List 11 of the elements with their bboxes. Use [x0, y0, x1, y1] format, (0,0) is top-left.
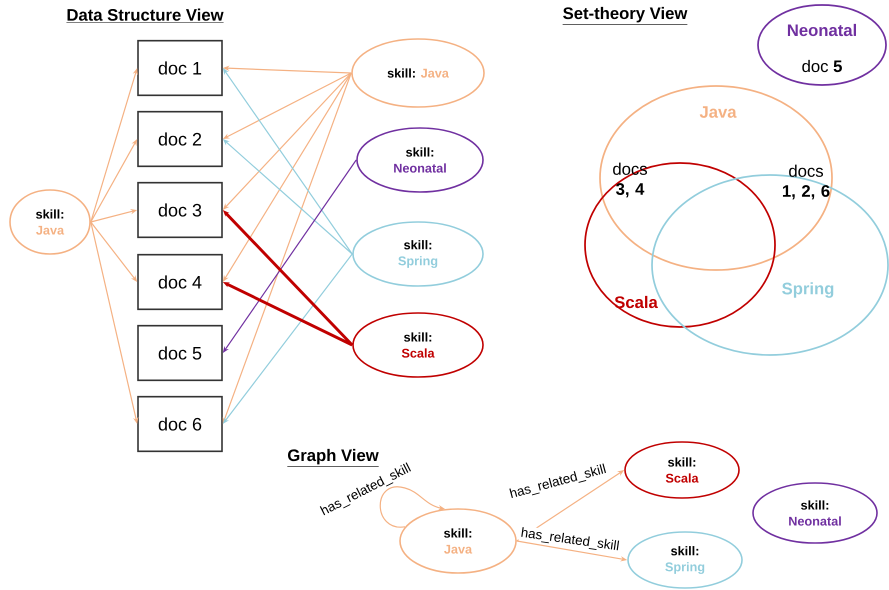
section-heading: Data Structure View	[66, 8, 224, 23]
document-box: doc 4	[137, 254, 223, 310]
set-label: docs 3, 4	[613, 162, 647, 198]
document-box: doc 1	[137, 40, 223, 96]
section-heading: Set-theory View	[562, 6, 688, 25]
section-heading: Graph View	[287, 448, 379, 467]
document-box: doc 6	[137, 396, 223, 452]
document-box: doc 2	[137, 110, 223, 168]
document-box: doc 3	[137, 182, 223, 238]
set-label: docs 1, 2, 6	[782, 164, 830, 200]
document-box: doc 5	[137, 324, 223, 382]
